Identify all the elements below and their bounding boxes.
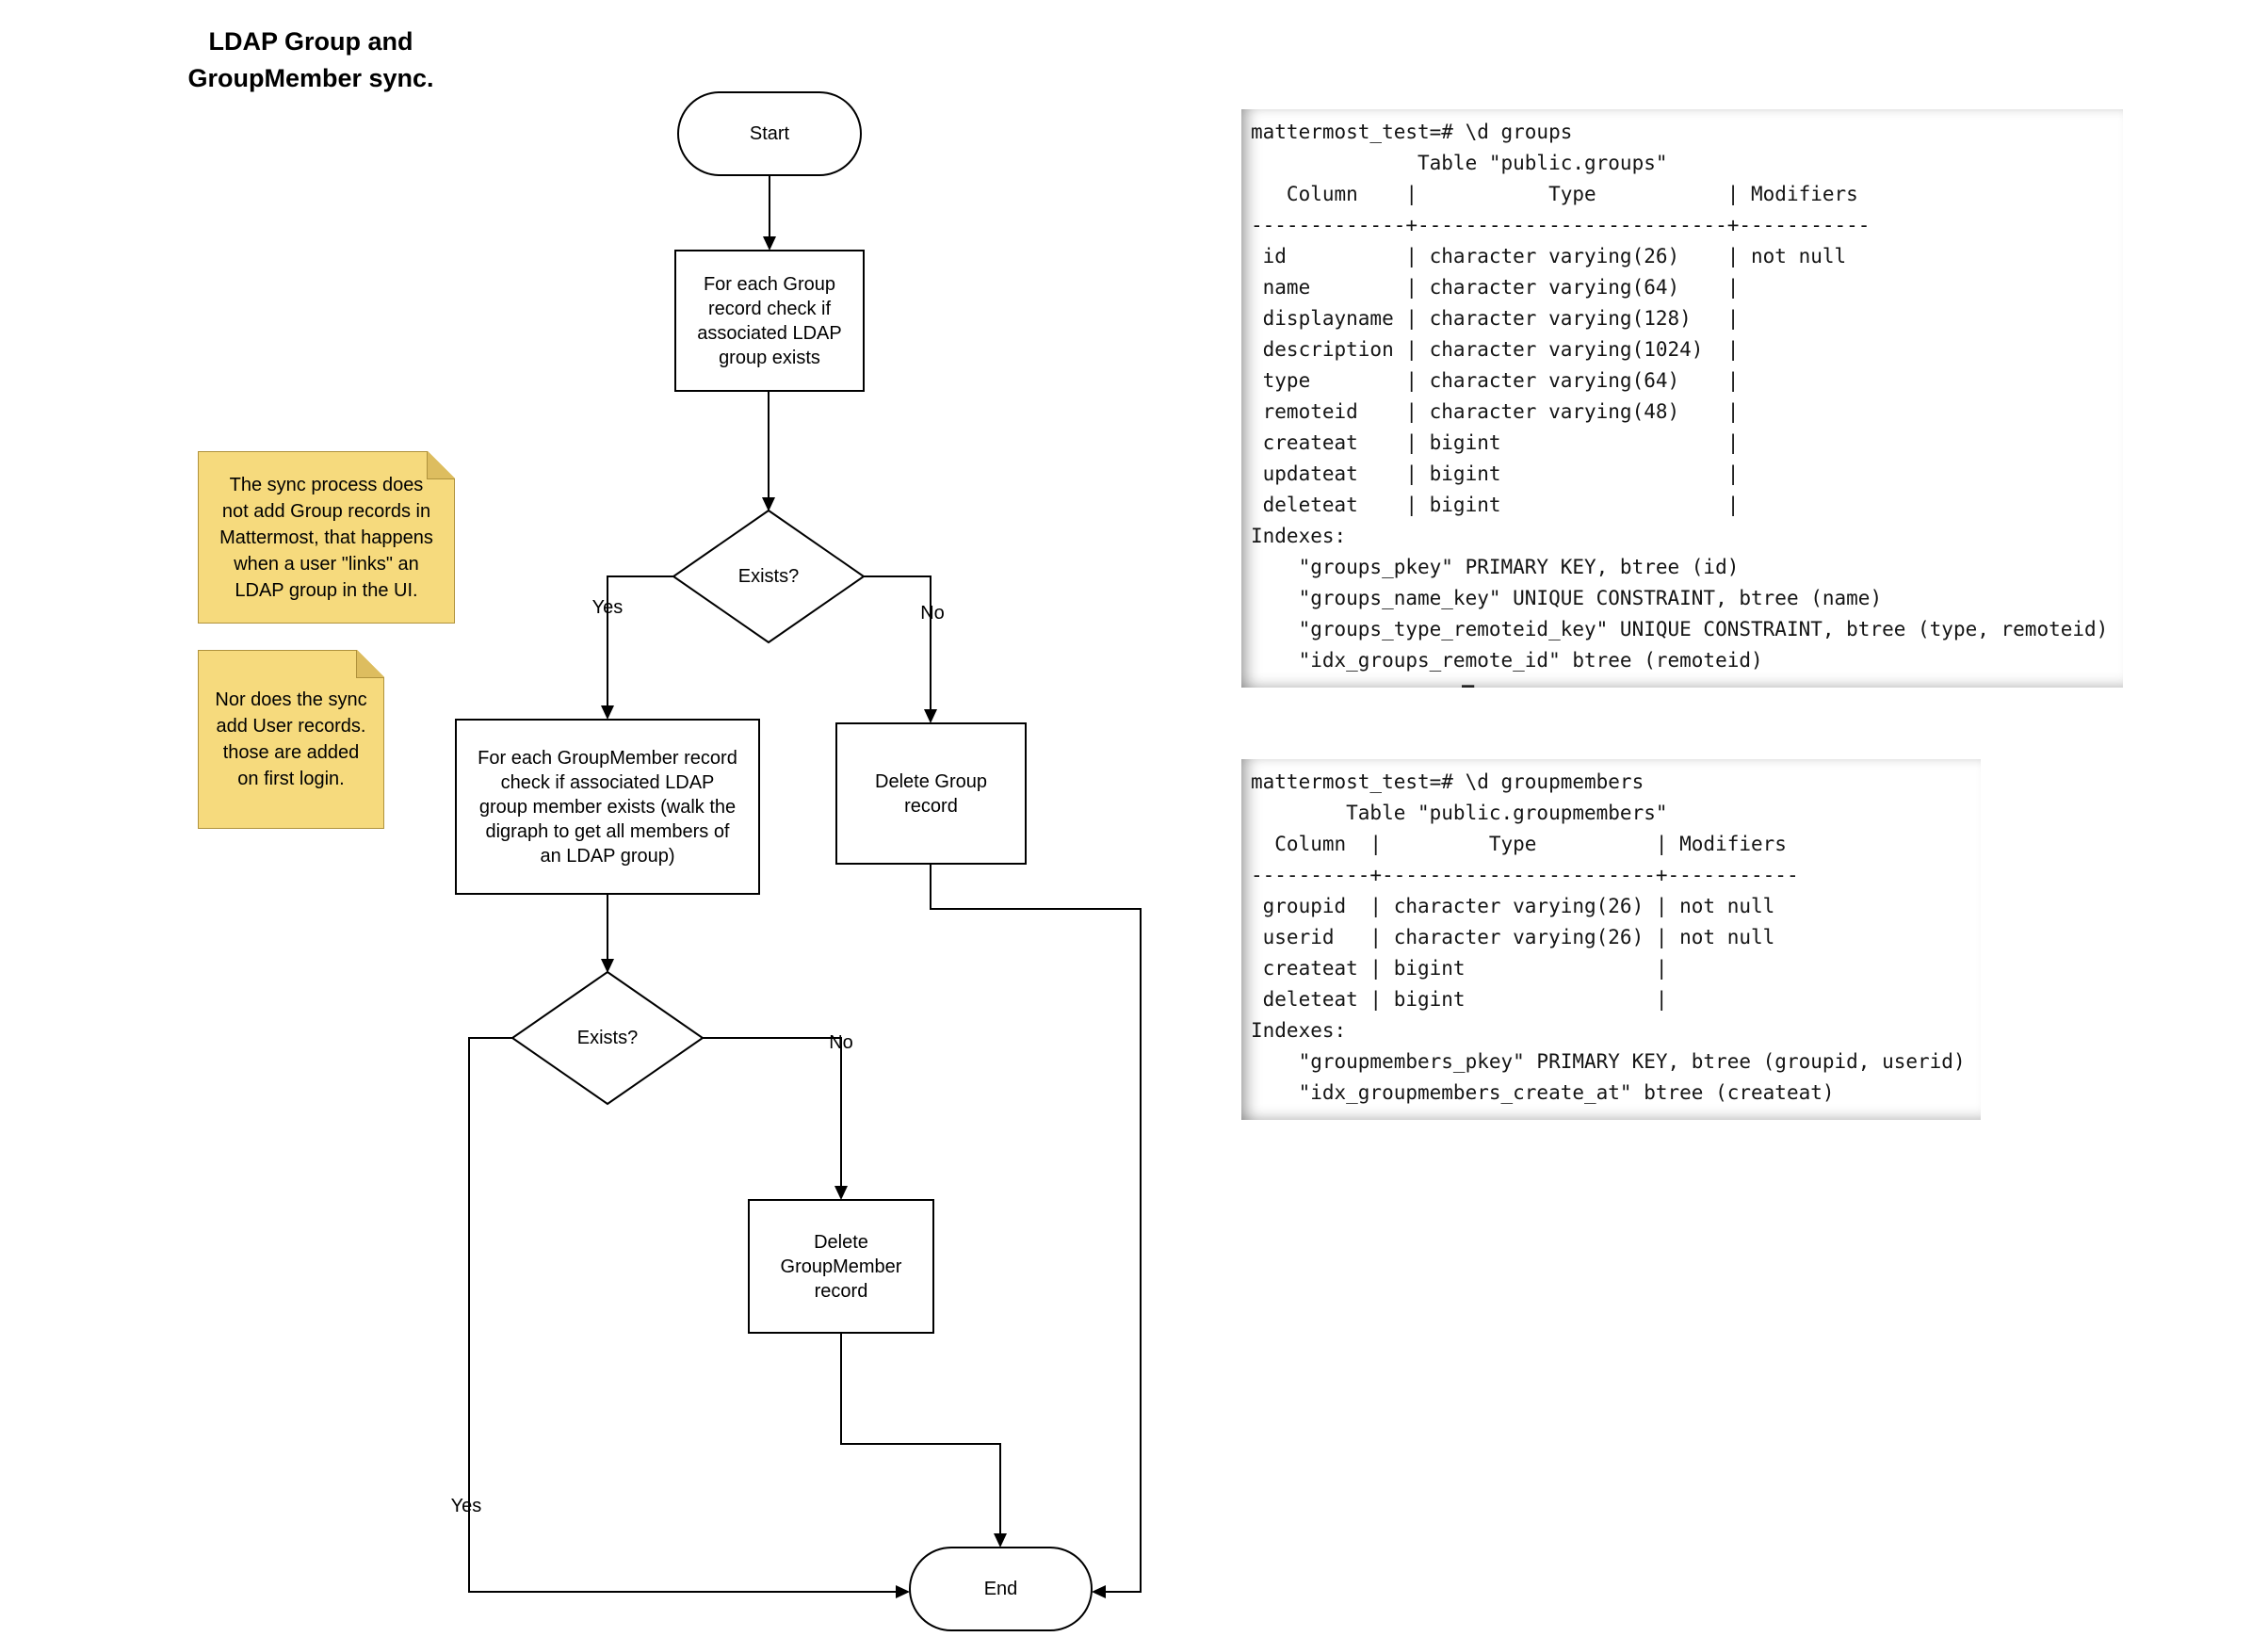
- terminal-groups-table: mattermost_test=# \d groups Table "publi…: [1241, 109, 2124, 688]
- edge-exists1-yes: [607, 575, 673, 706]
- edge-exists2-yes: [468, 1037, 896, 1593]
- sticky-note-group-sync: The sync process does not add Group reco…: [198, 451, 455, 624]
- arrowheads: [601, 236, 1106, 1598]
- decision-exists-group-shape: [672, 509, 866, 644]
- page-title: LDAP Group and GroupMember sync.: [187, 27, 434, 92]
- edge-exists1-no: [864, 575, 932, 710]
- flow-node-end: End: [909, 1547, 1093, 1631]
- flow-node-check-group: For each Group record check if associate…: [674, 250, 865, 392]
- terminal-groupmembers-table: mattermost_test=# \d groupmembers Table …: [1241, 759, 1981, 1120]
- flow-decision-exists-member: Exists?: [576, 1027, 639, 1048]
- flow-decision-exists-group: Exists?: [737, 565, 800, 587]
- flow-node-start: Start: [677, 91, 862, 176]
- decision-exists-member-shape: [510, 970, 705, 1106]
- edge-label-yes-group: Yes: [591, 597, 624, 618]
- sticky-note-user-sync: Nor does the sync add User records. thos…: [198, 650, 384, 829]
- sticky-note-text: The sync process does not add Group reco…: [219, 474, 433, 601]
- edge-label-yes-member: Yes: [450, 1496, 482, 1516]
- flow-node-delete-member: Delete GroupMember record: [748, 1199, 934, 1334]
- flow-node-delete-group: Delete Group record: [835, 722, 1027, 865]
- note-fold-corner-icon: [427, 451, 455, 479]
- sticky-note-text: Nor does the sync add User records. thos…: [215, 689, 367, 789]
- flow-node-check-member: For each GroupMember record check if ass…: [455, 719, 760, 895]
- edge-label-no-group: No: [920, 603, 945, 624]
- note-fold-corner-icon: [356, 650, 384, 678]
- edge-deletegroup-to-end: [930, 865, 1142, 1593]
- edge-label-no-member: No: [829, 1032, 853, 1053]
- edge-deletemember-to-end: [840, 1334, 1001, 1534]
- edge-exists2-no: [703, 1037, 842, 1187]
- terminal-cursor: —: [1462, 674, 1475, 698]
